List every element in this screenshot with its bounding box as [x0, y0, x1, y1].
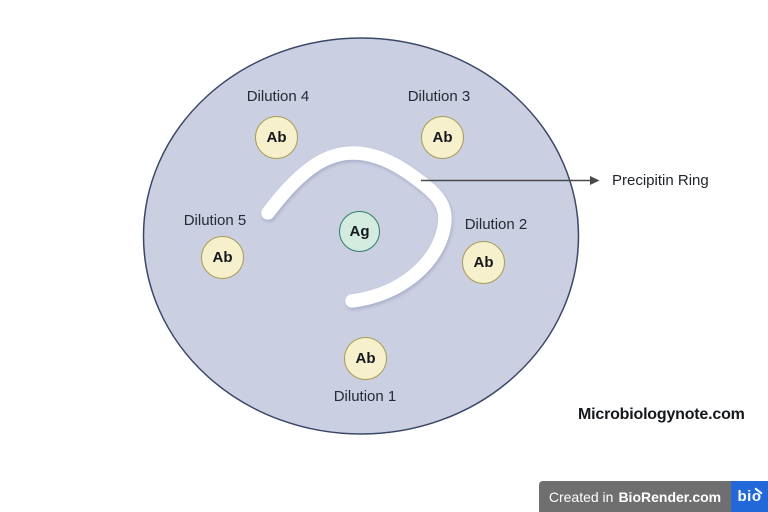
- antibody-well-dilution-1: Ab: [344, 337, 387, 380]
- antigen-well: Ag: [339, 211, 380, 252]
- dilution-3-label: Dilution 3: [407, 88, 471, 105]
- banner-brand: BioRender.com: [618, 488, 722, 505]
- dilution-2-label: Dilution 2: [464, 216, 528, 233]
- annotation-arrow-head-icon: [590, 176, 600, 185]
- antibody-well-dilution-5: Ab: [201, 236, 244, 279]
- antibody-well-dilution-4: Ab: [255, 116, 298, 159]
- precipitin-ring-shape: [261, 146, 452, 308]
- antibody-well-label: Ab: [212, 249, 233, 266]
- site-watermark: Microbiologynote.com: [578, 406, 745, 423]
- biorender-logo-text: bio: [737, 488, 762, 505]
- antibody-well-dilution-2: Ab: [462, 241, 505, 284]
- antibody-well-label: Ab: [432, 129, 453, 146]
- antibody-well-label: Ab: [355, 350, 376, 367]
- dilution-1-label: Dilution 1: [333, 388, 397, 405]
- biorender-banner: Created in BioRender.com bio: [539, 481, 768, 512]
- antibody-well-label: Ab: [473, 254, 494, 271]
- banner-prefix: Created in: [548, 488, 614, 505]
- antibody-well-label: Ab: [266, 129, 287, 146]
- biorender-logo-icon: bio: [731, 481, 768, 512]
- dilution-5-label: Dilution 5: [183, 212, 247, 229]
- dilution-4-label: Dilution 4: [246, 88, 310, 105]
- antibody-well-dilution-3: Ab: [421, 116, 464, 159]
- precipitin-ring-annotation: Precipitin Ring: [612, 172, 709, 189]
- biorender-banner-text: Created in BioRender.com: [539, 481, 731, 512]
- antigen-well-label: Ag: [349, 223, 370, 240]
